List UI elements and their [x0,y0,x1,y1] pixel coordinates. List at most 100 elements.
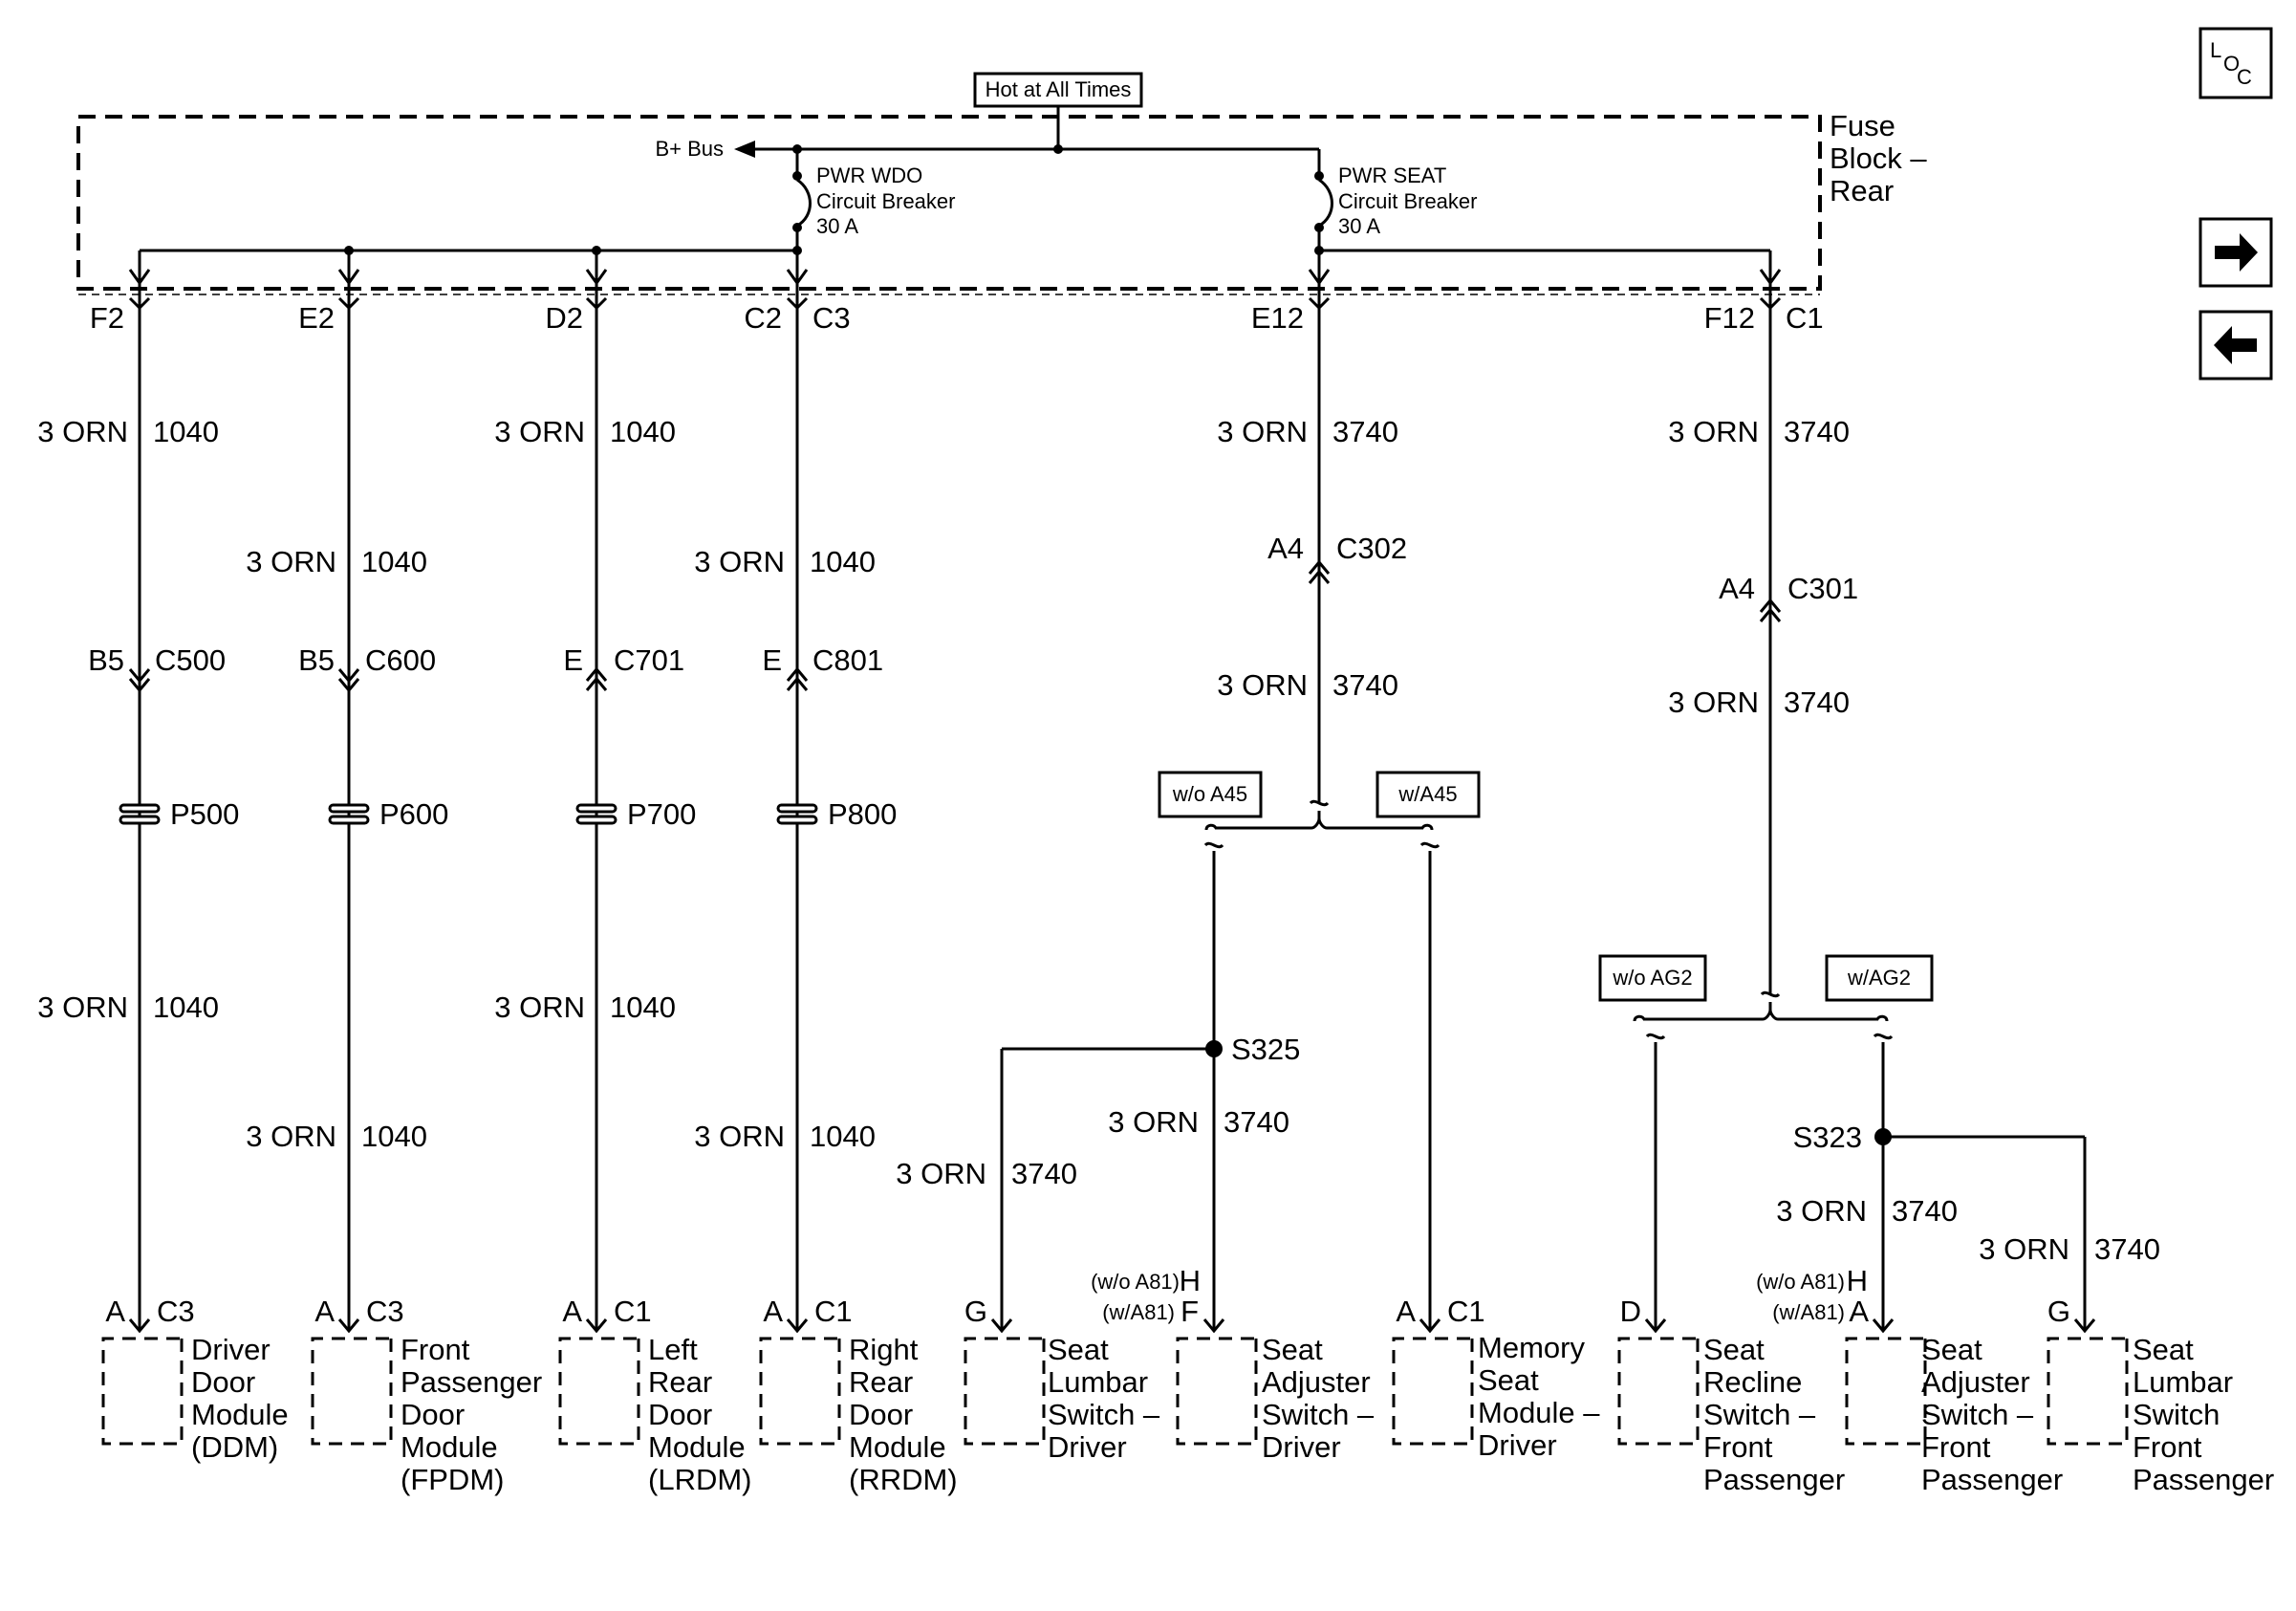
module-name-line: Door [849,1398,913,1431]
fuse-terminal-arrows [128,269,1782,311]
fuse-block: Fuse Block – Rear [76,109,1927,295]
wire-color-label: 3 ORN [1979,1232,2069,1266]
module-name-line: Left [648,1333,698,1366]
c701-pin: E [563,643,583,677]
module-left-rear-door: Left Rear Door Module (LRDM) [648,1333,752,1496]
module-name-line: Driver [1478,1428,1557,1462]
module-name-line: Door [191,1365,255,1399]
module-name-line: Seat [1262,1333,1323,1366]
s325-splice [1000,1040,1223,1329]
wire-color-label: 3 ORN [896,1157,986,1190]
module-name-line: Seat [1921,1333,1982,1366]
module-name-line: Module – [1478,1396,1600,1429]
module-name-line: Passenger [2133,1463,2274,1496]
pwr-wdo-breaker-label-2: Circuit Breaker [816,189,955,213]
module-name-line: Door [648,1398,712,1431]
module-name-line: Switch – [1703,1398,1816,1431]
feed-wires [138,250,1772,1329]
p600-label: P600 [379,797,448,831]
c301-label: C301 [1787,572,1858,605]
wo-a81-label-passenger: (w/o A81) [1756,1270,1845,1294]
fpdm-pin: A [314,1295,335,1328]
module-name-line: Driver [191,1333,271,1366]
memory-seat-pin: A [1396,1295,1416,1328]
wire-color-label: 3 ORN [246,1120,336,1153]
wire-color-label: 3 ORN [37,415,128,448]
module-name-line: Seat [1703,1333,1765,1366]
pwr-seat-breaker-label-3: 30 A [1338,214,1380,238]
prev-page-button[interactable] [2199,310,2273,381]
lrdm-connector: C1 [614,1295,652,1328]
wire-circuit-label: 3740 [1892,1194,1958,1228]
wire-labels: 3 ORN 1040 3 ORN 1040 3 ORN 1040 3 ORN 1… [37,415,2160,1266]
module-seat-recline-passenger: Seat Recline Switch – Front Passenger [1703,1333,1845,1496]
next-page-button[interactable] [2199,217,2273,288]
module-name-line: Passenger [1703,1463,1845,1496]
wire-circuit-label: 3740 [1224,1105,1289,1139]
pass-through-grommets [119,803,818,825]
p700-label: P700 [627,797,696,831]
module-name-line: Front [2133,1430,2202,1464]
loc-letter-l: L [2210,38,2221,62]
module-name-line: Seat [2133,1333,2194,1366]
terminal-e12: E12 [1251,301,1304,335]
module-pin-arrows [128,1318,2096,1334]
ddm-pin: A [105,1295,125,1328]
c600-label: C600 [365,643,436,677]
c301-pin: A4 [1719,572,1755,605]
module-name-line: (FPDM) [401,1463,504,1496]
pwr-seat-breaker-label-1: PWR SEAT [1338,163,1446,187]
module-name-line: Driver [1262,1430,1341,1464]
adjuster-driver-pin-f: F [1180,1295,1199,1328]
wire-circuit-label: 1040 [810,1120,876,1153]
module-seat-adjuster-passenger: Seat Adjuster Switch – Front Passenger [1921,1333,2063,1496]
hot-at-all-times-box: Hot at All Times [973,72,1143,108]
module-driver-door: Driver Door Module (DDM) [191,1333,289,1464]
adjuster-passenger-pin-h: H [1847,1264,1868,1297]
module-name-line: Switch – [1262,1398,1375,1431]
module-name-line: Adjuster [1921,1365,2030,1399]
wire-circuit-label: 3740 [1332,668,1398,702]
module-front-passenger-door: Front Passenger Door Module (FPDM) [401,1333,542,1496]
bus-wiring [140,106,1770,255]
wo-a81-label-driver: (w/o A81) [1091,1270,1180,1294]
pwr-wdo-breaker-label-3: 30 A [816,214,858,238]
c701-label: C701 [614,643,684,677]
module-name-line: Module [648,1430,746,1464]
module-name-line: Switch – [1048,1398,1160,1431]
module-name-line: (DDM) [191,1430,278,1464]
wire-circuit-label: 1040 [361,1120,427,1153]
pwr-wdo-breaker-label-1: PWR WDO [816,163,922,187]
module-name-line: Switch [2133,1398,2220,1431]
rrdm-connector: C1 [814,1295,853,1328]
w-a45-label: w/A45 [1397,782,1457,806]
terminal-c2: C2 [744,301,782,335]
module-name-line: Passenger [1921,1463,2063,1496]
s323-splice [1874,1128,2087,1329]
c302-label: C302 [1336,532,1407,565]
module-name-line: Lumbar [2133,1365,2233,1399]
locator-button[interactable]: L O C [2199,27,2273,99]
wire-color-label: 3 ORN [1776,1194,1867,1228]
lumbar-driver-pin: G [964,1295,987,1328]
w-a81-label-passenger: (w/A81) [1772,1300,1845,1324]
module-name-line: Switch – [1921,1398,2034,1431]
wire-circuit-label: 1040 [153,415,219,448]
lumbar-passenger-pin: G [2047,1295,2070,1328]
module-name-line: Front [401,1333,470,1366]
wo-ag2-label: w/o AG2 [1612,966,1692,990]
module-right-rear-door: Right Rear Door Module (RRDM) [849,1333,958,1496]
module-name-line: Module [401,1430,498,1464]
module-name-line: Lumbar [1048,1365,1148,1399]
terminal-e2: E2 [298,301,335,335]
terminal-f2: F2 [90,301,124,335]
loc-letter-o: O [2223,52,2240,76]
a45-option-branch: w/o A45 w/A45 [1158,771,1481,1329]
module-name-line: Door [401,1398,465,1431]
module-name-line: Memory [1478,1331,1585,1364]
module-seat-lumbar-passenger: Seat Lumbar Switch Front Passenger [2133,1333,2274,1496]
module-name-line: Module [191,1398,289,1431]
wire-color-label: 3 ORN [494,415,585,448]
module-name-line: Front [1703,1430,1773,1464]
